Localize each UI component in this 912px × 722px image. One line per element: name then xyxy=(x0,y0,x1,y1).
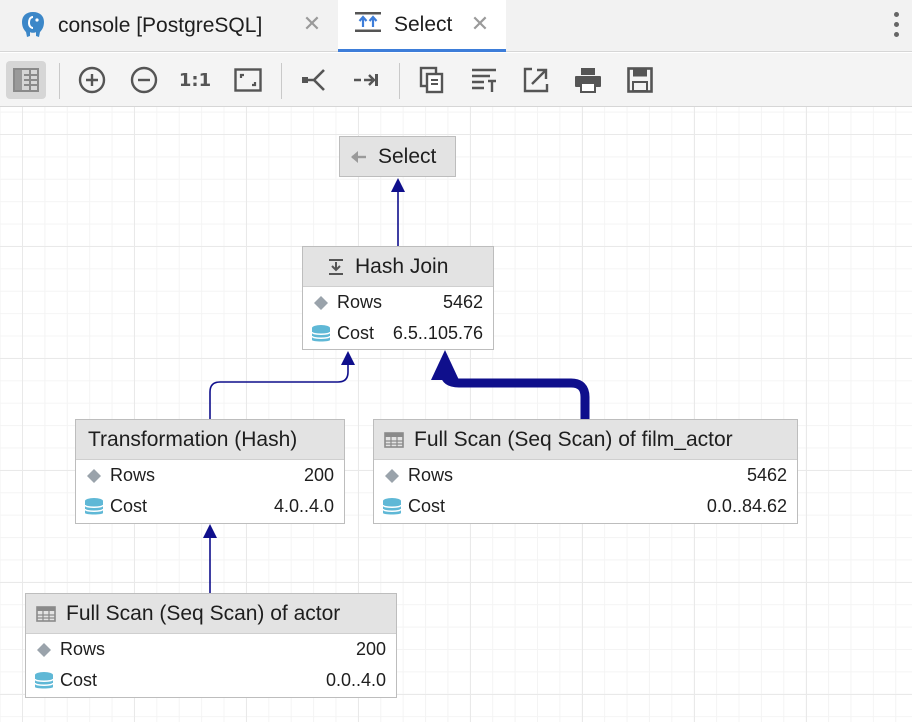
tab-label: console [PostgreSQL] xyxy=(58,14,263,37)
cost-database-icon xyxy=(311,324,331,344)
tab-select[interactable]: Select ✕ xyxy=(338,0,506,52)
node-title: Full Scan (Seq Scan) of actor xyxy=(66,601,341,625)
plan-node-select[interactable]: Select xyxy=(339,136,456,177)
rows-value: 200 xyxy=(355,639,386,659)
actual-size-label: 1:1 xyxy=(178,69,212,91)
rows-value: 5462 xyxy=(442,292,483,312)
cost-database-icon xyxy=(34,671,54,691)
node-header: Full Scan (Seq Scan) of actor xyxy=(26,594,396,634)
route-icon[interactable] xyxy=(346,61,386,99)
export-icon[interactable] xyxy=(516,61,556,99)
arrow-left-icon xyxy=(350,150,368,164)
plan-node-transformation-hash[interactable]: Transformation (Hash) Rows 200 Cost 4.0.… xyxy=(75,419,345,524)
save-icon[interactable] xyxy=(620,61,660,99)
cost-row: Cost 4.0..4.0 xyxy=(76,491,344,522)
rows-label: Rows xyxy=(110,465,156,485)
close-tab-icon[interactable]: ✕ xyxy=(470,11,490,36)
cost-value: 0.0..84.62 xyxy=(706,496,787,516)
rows-row: Rows 200 xyxy=(26,634,396,665)
rows-value: 5462 xyxy=(746,465,787,485)
node-header: Select xyxy=(340,137,455,176)
editor-tab-bar: console [PostgreSQL] ✕ Select ✕ xyxy=(0,0,912,52)
table-icon xyxy=(36,605,56,622)
cost-row: Cost 6.5..105.76 xyxy=(303,318,493,349)
edge-arrowhead xyxy=(391,178,405,192)
layout-icon[interactable] xyxy=(294,61,334,99)
rows-diamond-icon xyxy=(84,468,104,483)
node-header: Transformation (Hash) xyxy=(76,420,344,460)
plan-node-full-scan-film-actor[interactable]: Full Scan (Seq Scan) of film_actor Rows … xyxy=(373,419,798,524)
edge-transformation-to-hashjoin xyxy=(209,364,349,420)
edge-filmactor-to-hashjoin xyxy=(440,372,590,420)
hash-join-icon xyxy=(327,258,345,276)
rows-label: Rows xyxy=(60,639,106,659)
cost-row: Cost 0.0..4.0 xyxy=(26,665,396,696)
copy-icon[interactable] xyxy=(412,61,452,99)
close-tab-icon[interactable]: ✕ xyxy=(302,11,322,36)
rows-label: Rows xyxy=(408,465,454,485)
rows-row: Rows 5462 xyxy=(303,287,493,318)
select-query-icon xyxy=(354,10,382,39)
zoom-in-icon[interactable] xyxy=(72,61,112,99)
node-title: Select xyxy=(378,144,437,168)
cost-value: 6.5..105.76 xyxy=(392,323,483,343)
plan-node-hash-join[interactable]: Hash Join Rows 5462 Cost 6.5..105.76 xyxy=(302,246,494,350)
more-options-icon[interactable] xyxy=(890,12,902,40)
edge-arrowhead xyxy=(431,350,459,380)
tab-label: Select xyxy=(394,12,453,36)
table-view-icon[interactable] xyxy=(6,61,46,99)
postgresql-elephant-icon xyxy=(20,10,46,43)
table-icon xyxy=(384,431,404,448)
edge-arrowhead xyxy=(203,524,217,538)
rows-row: Rows 200 xyxy=(76,460,344,491)
plan-edges xyxy=(203,178,590,594)
node-header: Full Scan (Seq Scan) of film_actor xyxy=(374,420,797,460)
actual-size-icon[interactable]: 1:1 xyxy=(175,61,215,99)
rows-label: Rows xyxy=(337,292,383,312)
cost-value: 0.0..4.0 xyxy=(325,670,386,690)
cost-row: Cost 0.0..84.62 xyxy=(374,491,797,522)
node-title: Transformation (Hash) xyxy=(88,427,298,451)
cost-database-icon xyxy=(382,497,402,517)
cost-label: Cost xyxy=(337,323,375,343)
node-header: Hash Join xyxy=(303,247,493,287)
diagram-toolbar: 1:1 xyxy=(0,53,912,107)
query-plan-diagram[interactable]: Select Hash Join Rows 5462 Cost 6.5..105… xyxy=(0,107,912,722)
rows-diamond-icon xyxy=(34,642,54,657)
plan-node-full-scan-actor[interactable]: Full Scan (Seq Scan) of actor Rows 200 C… xyxy=(25,593,397,698)
node-title: Full Scan (Seq Scan) of film_actor xyxy=(414,427,733,451)
edge-arrowhead xyxy=(341,351,355,365)
cost-label: Cost xyxy=(110,496,148,516)
zoom-out-icon[interactable] xyxy=(124,61,164,99)
fit-to-screen-icon[interactable] xyxy=(228,61,268,99)
cost-label: Cost xyxy=(408,496,446,516)
node-title: Hash Join xyxy=(355,254,449,278)
print-icon[interactable] xyxy=(568,61,608,99)
show-text-icon[interactable] xyxy=(464,61,504,99)
rows-diamond-icon xyxy=(311,295,331,310)
cost-database-icon xyxy=(84,497,104,517)
tab-console-postgresql[interactable]: console [PostgreSQL] ✕ xyxy=(0,0,338,52)
rows-diamond-icon xyxy=(382,468,402,483)
rows-value: 200 xyxy=(303,465,334,485)
cost-value: 4.0..4.0 xyxy=(273,496,334,516)
cost-label: Cost xyxy=(60,670,98,690)
rows-row: Rows 5462 xyxy=(374,460,797,491)
